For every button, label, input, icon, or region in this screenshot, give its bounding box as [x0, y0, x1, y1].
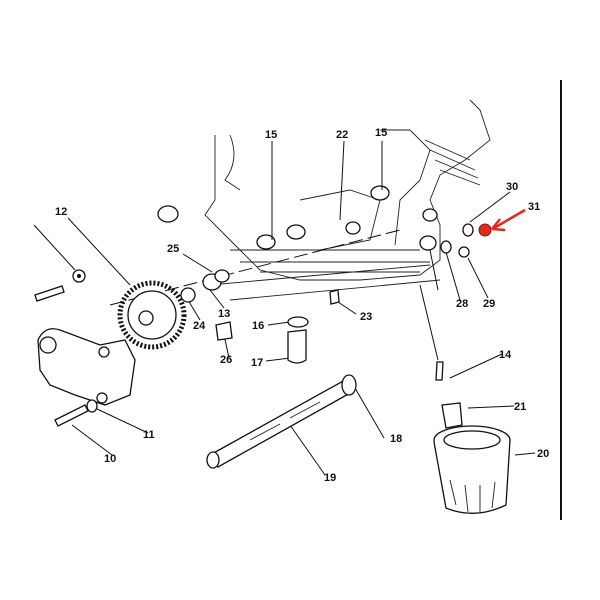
label-31: 31 — [528, 201, 540, 213]
label-19: 19 — [324, 472, 336, 484]
oil-filter-20 — [433, 402, 511, 514]
label-26: 26 — [220, 354, 232, 366]
part-labels: 15 22 15 30 31 12 25 13 24 16 23 28 29 2… — [55, 127, 549, 484]
label-28: 28 — [456, 298, 468, 310]
label-22: 22 — [336, 129, 348, 141]
label-25: 25 — [167, 243, 179, 255]
crankcase-drawing — [157, 99, 491, 301]
label-30: 30 — [506, 181, 518, 193]
label-10: 10 — [104, 453, 116, 465]
highlighted-part-31 — [478, 208, 526, 237]
small-parts — [34, 223, 474, 427]
label-15: 15 — [375, 127, 387, 139]
strainer-18-19 — [206, 374, 357, 469]
label-23: 23 — [360, 311, 372, 323]
label-20: 20 — [537, 448, 549, 460]
label-29: 29 — [483, 298, 495, 310]
label-17: 17 — [251, 357, 263, 369]
label-11: 11 — [143, 429, 155, 441]
label-18: 18 — [390, 433, 402, 445]
label-13: 13 — [218, 308, 230, 320]
gear-12 — [117, 280, 187, 350]
oil-pump-body — [37, 328, 136, 406]
label-16: 16 — [252, 320, 264, 332]
label-21: 21 — [514, 401, 526, 413]
label-24: 24 — [193, 320, 206, 332]
red-arrow-icon — [493, 208, 526, 230]
label-14: 14 — [499, 349, 512, 361]
label-15: 15 — [265, 129, 277, 141]
label-12: 12 — [55, 206, 67, 218]
